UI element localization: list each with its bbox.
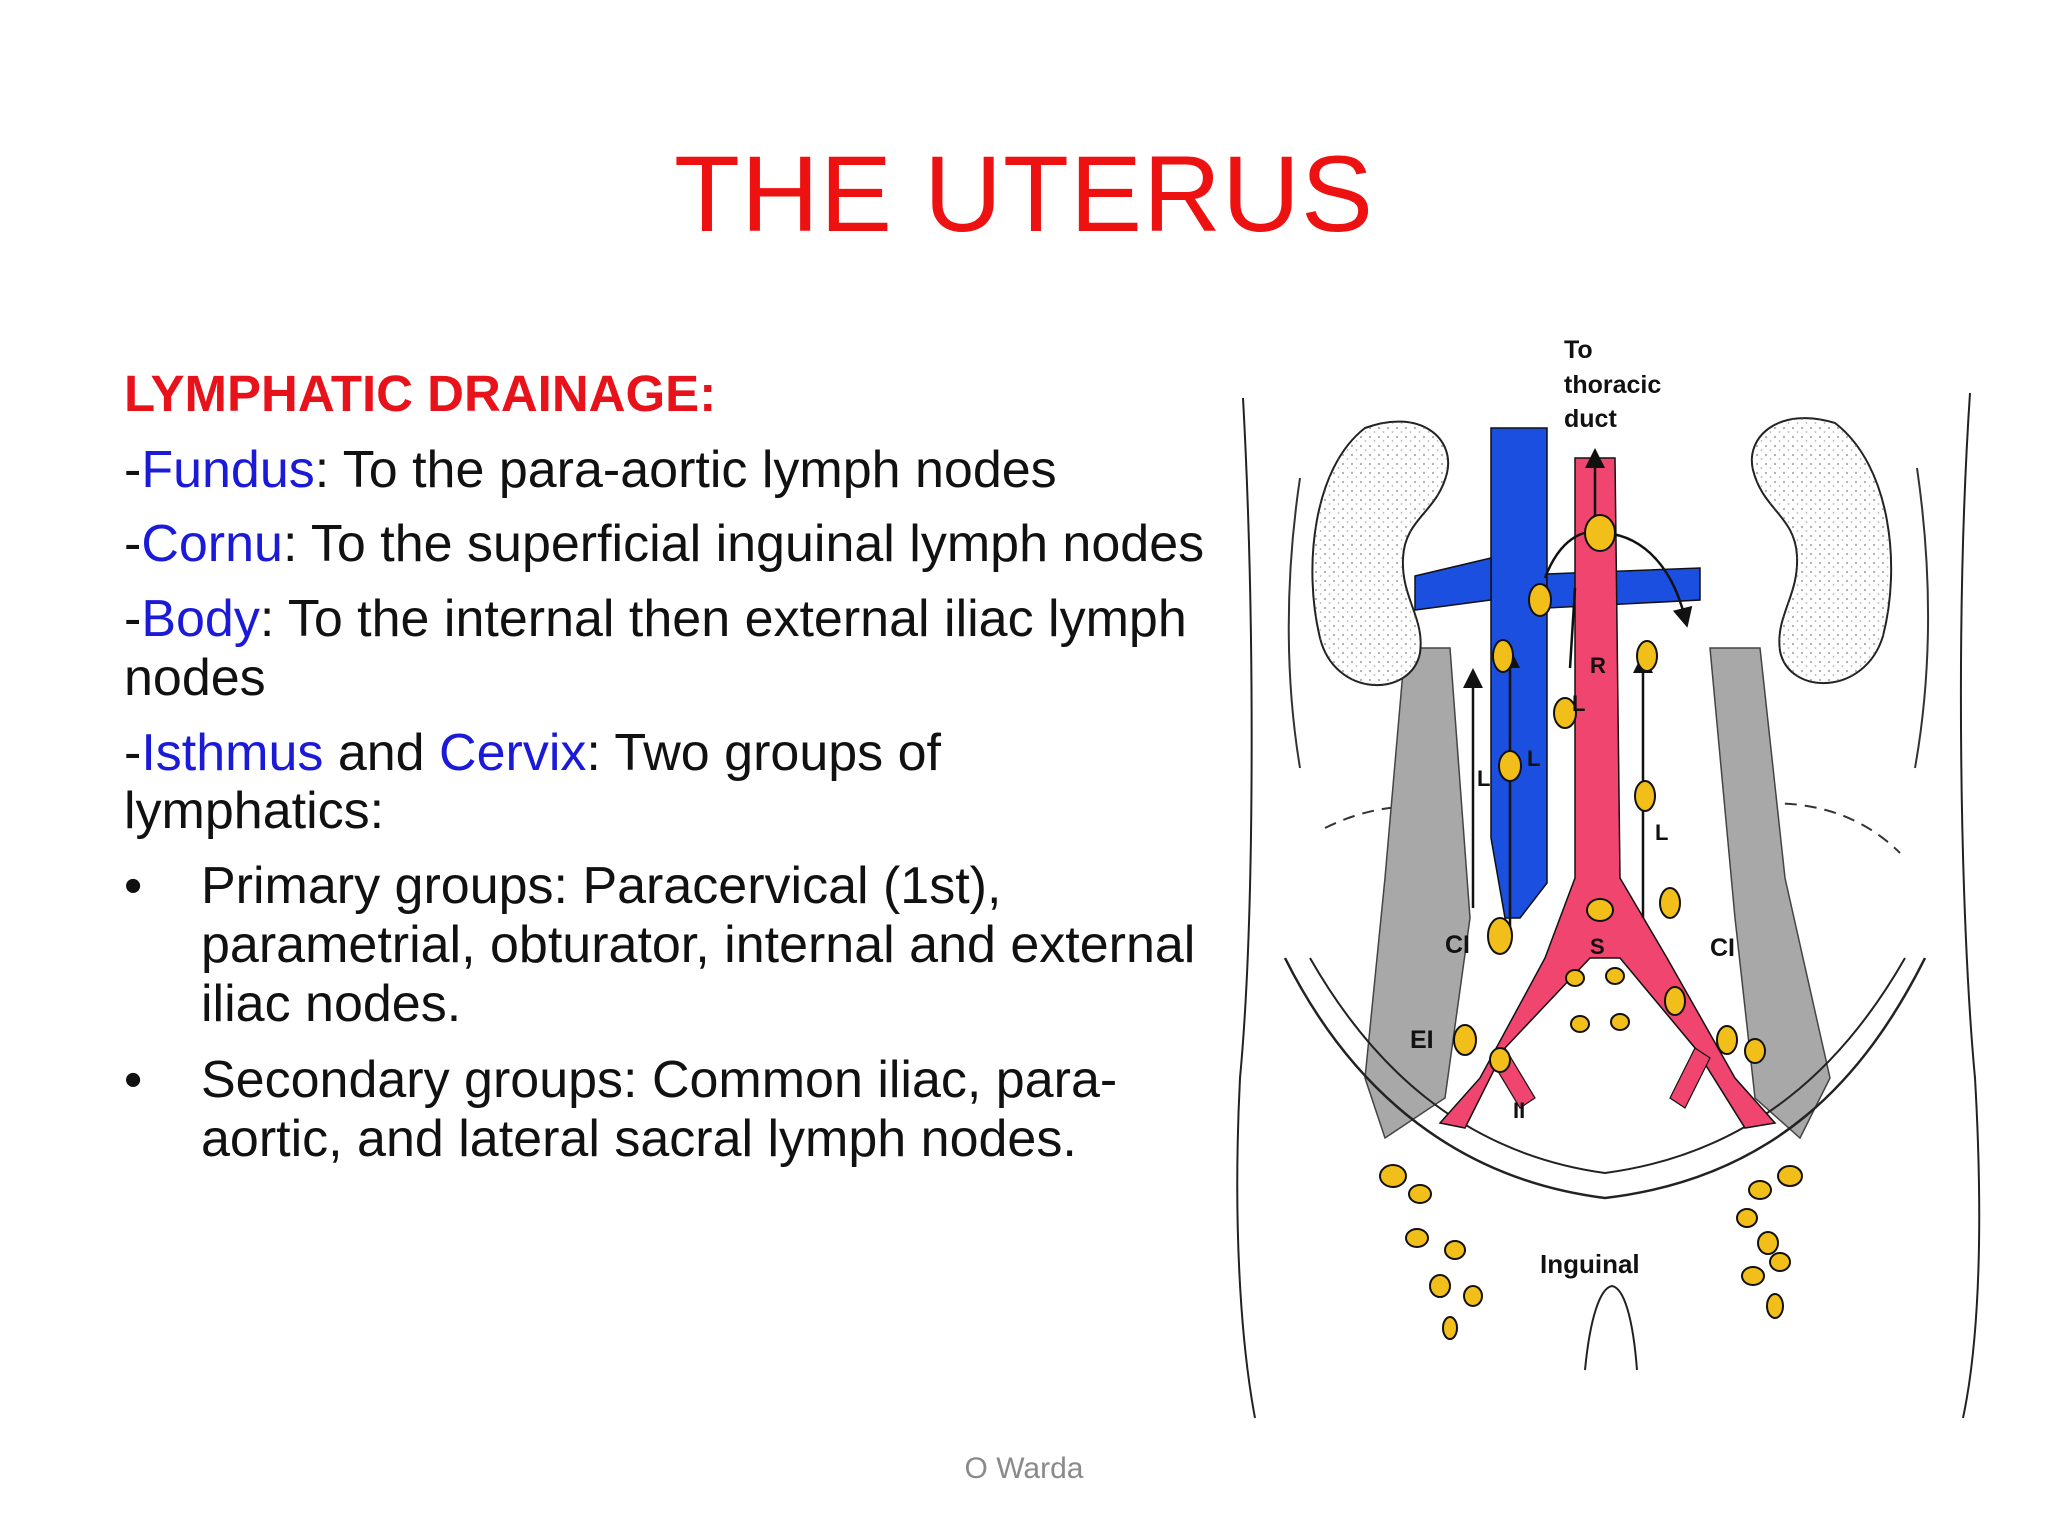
term-isthmus: Isthmus xyxy=(141,723,324,782)
pelvic-brim-inner xyxy=(1309,957,1906,1175)
item-prefix: - xyxy=(124,440,142,499)
channel-central xyxy=(1568,587,1577,669)
right-renal-vein xyxy=(1546,567,1701,609)
bullet-secondary-groups: • Secondary groups: Common iliac, para-a… xyxy=(124,1051,1214,1169)
label-ei: EI xyxy=(1410,1026,1434,1054)
kidney-left-stipple xyxy=(1312,421,1449,686)
isthmus-cervix-item: -Isthmus and Cervix: Two groups of lymph… xyxy=(124,724,1214,842)
inferior-vena-cava xyxy=(1490,427,1548,919)
diagram-svg: To thoracic duct R L L L L CI CI S EI II… xyxy=(1236,336,1981,1419)
term-fundus: Fundus xyxy=(141,440,315,499)
inguinal-node xyxy=(1741,1266,1765,1286)
body-outline-left xyxy=(1236,397,1256,1419)
sacral-node xyxy=(1565,969,1585,987)
label-s: S xyxy=(1590,934,1605,959)
lymph-node xyxy=(1487,917,1513,955)
inguinal-node xyxy=(1736,1208,1758,1228)
item-prefix: - xyxy=(124,590,142,649)
primary-groups-text: Primary groups: Paracervical (1st), para… xyxy=(201,857,1196,1033)
kidney-right-stipple xyxy=(1751,418,1892,684)
bullet-marker: • xyxy=(124,1051,143,1110)
sacral-node xyxy=(1605,967,1625,985)
lymph-nodes xyxy=(1379,514,1803,1340)
label-l-upper: L xyxy=(1572,691,1585,716)
lymph-node xyxy=(1659,887,1681,919)
lymph-node xyxy=(1716,1025,1738,1055)
fundus-text: : To the para-aortic lymph nodes xyxy=(314,440,1057,499)
inguinal-node xyxy=(1444,1240,1466,1260)
slide-title: THE UTERUS xyxy=(673,133,1375,254)
inguinal-node xyxy=(1757,1231,1779,1255)
body-outline-right xyxy=(1959,392,1981,1419)
flank-line-left xyxy=(1287,477,1301,769)
section-heading: LYMPHATIC DRAINAGE: xyxy=(124,365,717,422)
cornu-text: : To the superficial inguinal lymph node… xyxy=(282,515,1205,574)
lymph-node xyxy=(1489,1047,1511,1073)
lymphatic-drainage-diagram: To thoracic duct R L L L L CI CI S EI II… xyxy=(1215,318,1998,1430)
label-ci-right: CI xyxy=(1710,934,1735,962)
isthmus-cervix-text: : Two groups of lymphatics: xyxy=(124,723,941,841)
body-item: -Body: To the internal then external ili… xyxy=(124,590,1214,708)
cornu-item: -Cornu: To the superficial inguinal lymp… xyxy=(124,515,1214,574)
label-duct: duct xyxy=(1564,405,1617,433)
inguinal-node xyxy=(1463,1285,1483,1307)
flank-line-right xyxy=(1914,467,1930,769)
lymph-node xyxy=(1744,1038,1766,1064)
secondary-groups-text: Secondary groups: Common iliac, para-aor… xyxy=(201,1051,1118,1169)
label-r: R xyxy=(1590,653,1606,678)
vulva-outline xyxy=(1584,1284,1638,1371)
psoas-muscle-left xyxy=(1364,647,1471,1140)
pelvic-brim-outer xyxy=(1283,957,1927,1200)
bullet-primary-groups: • Primary groups: Paracervical (1st), pa… xyxy=(124,857,1214,1033)
internal-iliac-right xyxy=(1669,1047,1711,1109)
label-ii: II xyxy=(1513,1098,1525,1123)
inguinal-node xyxy=(1379,1164,1407,1188)
body-text: : To the internal then external iliac ly… xyxy=(124,590,1187,707)
lymph-node xyxy=(1586,898,1614,922)
label-to: To xyxy=(1564,336,1593,364)
iliac-crest-right xyxy=(1744,802,1901,854)
lymph-node xyxy=(1528,583,1552,617)
inguinal-node xyxy=(1408,1184,1432,1204)
lymph-node xyxy=(1584,514,1616,552)
lymph-node xyxy=(1636,640,1658,672)
inguinal-node xyxy=(1748,1180,1772,1200)
sacral-node xyxy=(1570,1015,1590,1033)
left-renal-vein xyxy=(1414,557,1492,611)
inguinal-node xyxy=(1429,1274,1451,1298)
aorta xyxy=(1438,457,1777,1129)
label-l-right: L xyxy=(1655,820,1668,845)
item-prefix: - xyxy=(124,723,142,782)
fundus-item: -Fundus: To the para-aortic lymph nodes xyxy=(124,441,1214,500)
connector-text: and xyxy=(323,723,440,782)
lymph-node xyxy=(1498,750,1522,782)
lymph-node xyxy=(1553,697,1577,729)
lymph-node xyxy=(1634,780,1656,812)
sacral-node xyxy=(1610,1013,1630,1031)
lymph-node xyxy=(1664,986,1686,1016)
label-l-left: L xyxy=(1527,746,1540,771)
term-body: Body xyxy=(141,590,260,649)
label-thoracic: thoracic xyxy=(1564,371,1661,399)
label-l-mid: L xyxy=(1477,766,1490,791)
term-cornu: Cornu xyxy=(141,515,283,574)
item-prefix: - xyxy=(124,515,142,574)
bullet-marker: • xyxy=(124,857,143,916)
inguinal-node xyxy=(1777,1165,1803,1187)
inguinal-node xyxy=(1766,1293,1784,1319)
slide-body: LYMPHATIC DRAINAGE: -Fundus: To the para… xyxy=(124,365,1214,1187)
term-cervix: Cervix xyxy=(439,723,587,782)
footer-author: O Warda xyxy=(964,1452,1084,1485)
lymph-node xyxy=(1492,639,1514,673)
lymph-node xyxy=(1453,1024,1477,1056)
label-inguinal: Inguinal xyxy=(1540,1249,1640,1279)
inguinal-node xyxy=(1769,1252,1791,1272)
inguinal-node xyxy=(1405,1228,1429,1248)
label-ci-left: CI xyxy=(1445,931,1470,959)
inguinal-node xyxy=(1442,1316,1458,1340)
